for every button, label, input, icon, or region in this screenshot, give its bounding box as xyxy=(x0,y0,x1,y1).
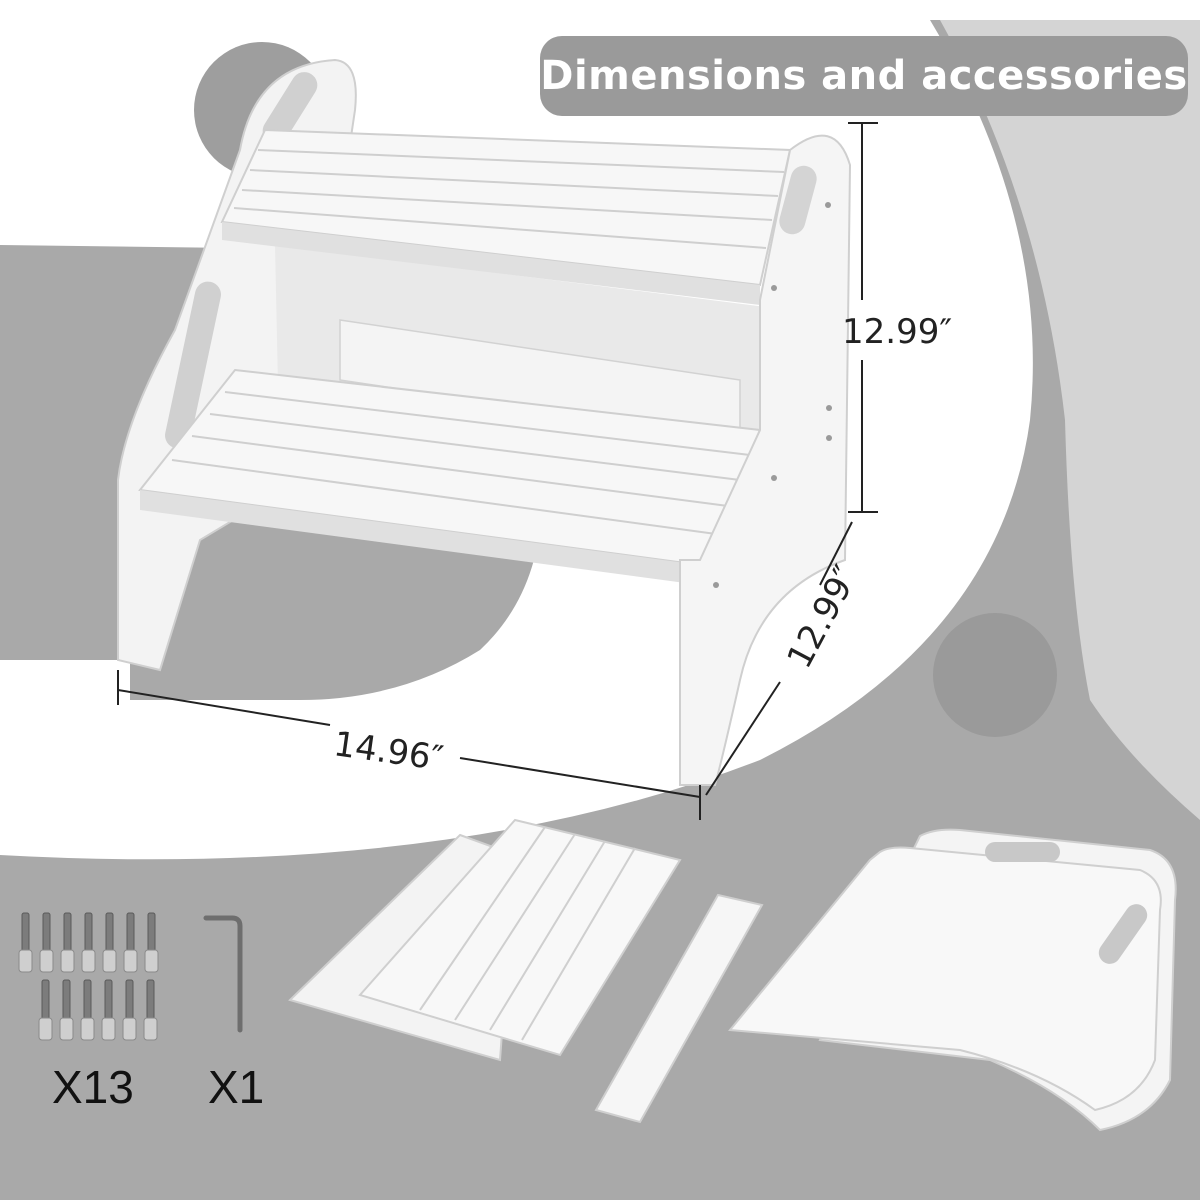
screws-group xyxy=(18,912,159,1041)
stool-top-slats xyxy=(233,149,785,249)
stool-right-handle xyxy=(779,165,817,235)
part-step-board-slats xyxy=(419,826,636,1041)
background-light-swoosh xyxy=(940,20,1200,820)
part-crossbar xyxy=(594,893,764,1124)
part-side-panel-handle-side xyxy=(1098,904,1148,964)
part-side-panel-front xyxy=(728,846,1162,1112)
title-banner: Dimensions and accessories xyxy=(540,36,1188,116)
stool-bottom-slats xyxy=(171,391,751,535)
part-side-panel-handle-top xyxy=(985,842,1060,862)
stool-bottom-step-edge xyxy=(140,490,700,585)
part-step-board-front xyxy=(358,818,682,1057)
stool-screw-holes xyxy=(713,202,832,588)
stool-top-step-edge xyxy=(222,222,760,305)
hex-key xyxy=(203,915,243,1033)
stool-left-handle-top xyxy=(262,72,318,144)
hex-key-quantity: X1 xyxy=(208,1061,265,1113)
stool-left-handle-side xyxy=(165,281,221,449)
height-dimension-label: 12.99″ xyxy=(842,312,953,352)
background-circle-right xyxy=(933,613,1057,737)
dimension-lines xyxy=(117,122,878,820)
screws-quantity: X13 xyxy=(52,1061,134,1113)
